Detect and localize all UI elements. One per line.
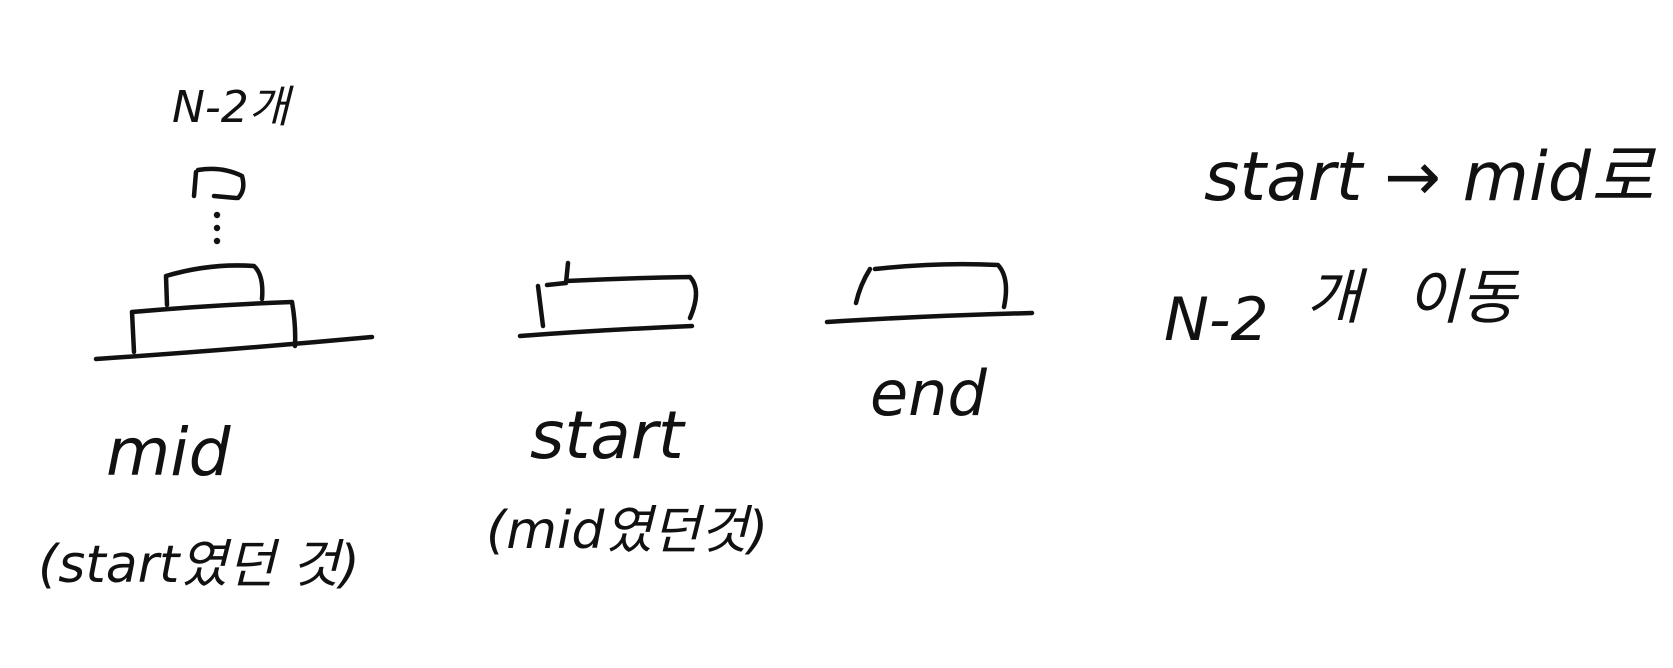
- end-peg-label: end: [870, 357, 987, 430]
- start-peg-group: start (mid였던것): [486, 260, 768, 561]
- start-baseline: [517, 323, 695, 339]
- mid-peg-group: N-2개 mid (start였던 것): [38, 82, 375, 595]
- mid-baseline: [93, 334, 375, 362]
- stack-count-label: N-2개: [172, 82, 295, 133]
- top-disk-sketch: [191, 166, 246, 201]
- small-disk: [163, 263, 265, 308]
- mid-peg-note: (start였던 것): [38, 535, 360, 595]
- large-disk: [129, 299, 298, 355]
- continuation-dot: [213, 237, 221, 245]
- instruction-move: 개 이동: [1306, 263, 1519, 333]
- end-baseline: [824, 310, 1035, 325]
- mid-peg-label: mid: [106, 414, 232, 491]
- instruction-group: start → mid로 N-2 개 이동: [1164, 138, 1657, 355]
- instruction-line1: start → mid로: [1204, 138, 1657, 217]
- start-peg-label: start: [530, 397, 686, 474]
- end-peg-mark: [853, 261, 1009, 310]
- end-peg-group: end: [824, 261, 1035, 430]
- start-disk: [535, 260, 699, 329]
- instruction-count: N-2: [1164, 285, 1269, 355]
- start-peg-note: (mid였던것): [486, 501, 768, 561]
- continuation-dot: [213, 211, 221, 219]
- continuation-dot: [213, 224, 221, 232]
